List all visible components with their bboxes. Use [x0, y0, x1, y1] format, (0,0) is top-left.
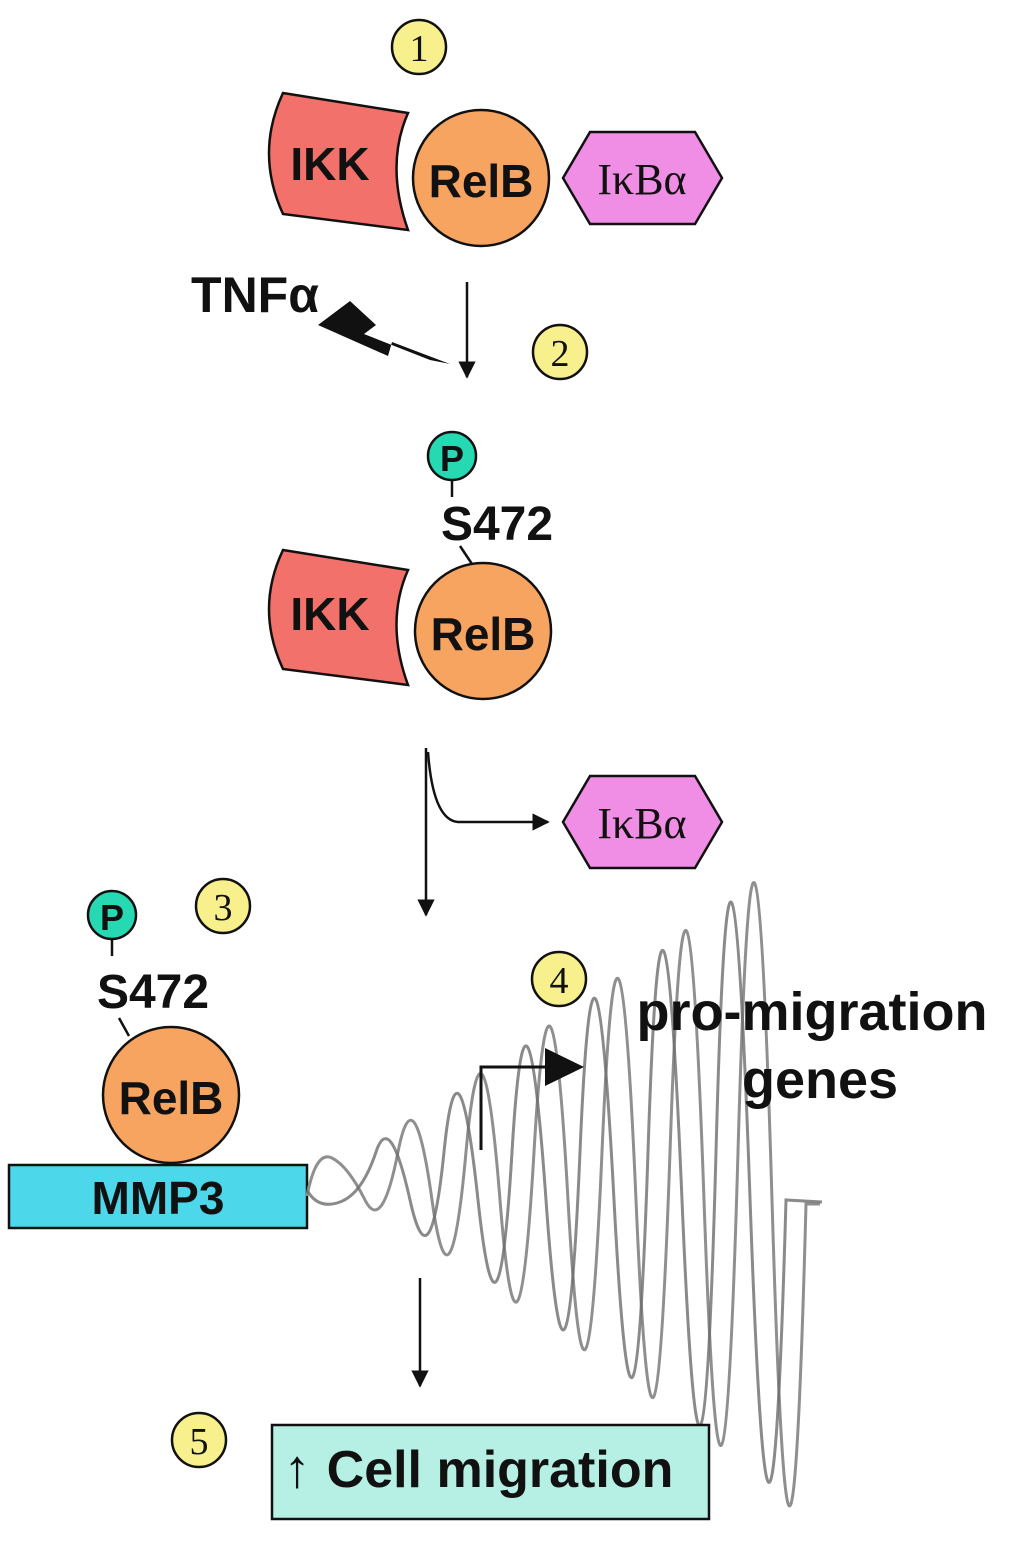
svg-text:1: 1 — [410, 28, 429, 70]
cell-migration-label: Cell migration — [327, 1441, 674, 1499]
phospho-group-3: P S472 — [86, 889, 209, 1037]
svg-text:2: 2 — [551, 333, 570, 375]
mmp3-label: MMP3 — [92, 1172, 225, 1224]
step-badge-4: 4 — [530, 950, 588, 1008]
svg-text:5: 5 — [190, 1421, 209, 1463]
tnfa-stimulus: TNFα — [191, 267, 450, 364]
step-badge-5: 5 — [170, 1411, 228, 1469]
relb-label-1: RelB — [429, 155, 534, 207]
release-arrow — [426, 751, 550, 831]
dna-helix — [305, 881, 823, 1508]
ikba-1: IκBα — [561, 130, 724, 226]
relb-1: RelB — [411, 108, 551, 248]
phospho-group-2: P S472 — [426, 430, 553, 568]
ikk-label-1: IKK — [290, 138, 369, 190]
site-label-2: S472 — [441, 498, 553, 551]
output-line-1: pro-migration — [637, 982, 988, 1042]
lightning-bolt-icon — [318, 301, 450, 364]
ikk-complex-1: IKK — [267, 91, 410, 232]
up-arrow-icon: ↑ — [284, 1439, 311, 1499]
cell-migration-box: ↑ Cell migration — [270, 1423, 711, 1521]
ikk-label-2: IKK — [290, 588, 369, 640]
site-label-3: S472 — [97, 966, 209, 1019]
relb-3: RelB — [101, 1025, 241, 1165]
relb-label-3: RelB — [119, 1072, 224, 1124]
relb-2: RelB — [413, 561, 553, 701]
ikk-complex-2: IKK — [267, 548, 410, 687]
output-line-2: genes — [742, 1050, 898, 1110]
tnfa-label: TNFα — [191, 267, 319, 323]
transcription-arrow — [479, 1065, 548, 1150]
step-badge-1: 1 — [390, 18, 448, 76]
ikba-label-1: IκBα — [597, 155, 686, 204]
ikba-released: IκBα — [561, 774, 724, 870]
relb-label-2: RelB — [431, 608, 536, 660]
mmp3-promoter: MMP3 — [7, 1163, 309, 1230]
phospho-label-3: P — [100, 897, 124, 938]
step-badge-2: 2 — [531, 323, 589, 381]
step-badge-3: 3 — [194, 877, 252, 935]
svg-text:3: 3 — [214, 887, 233, 929]
phospho-label-2: P — [440, 438, 464, 479]
transcription-arrowhead — [545, 1048, 584, 1086]
ikba-label-2: IκBα — [597, 799, 686, 848]
svg-text:4: 4 — [550, 960, 569, 1002]
